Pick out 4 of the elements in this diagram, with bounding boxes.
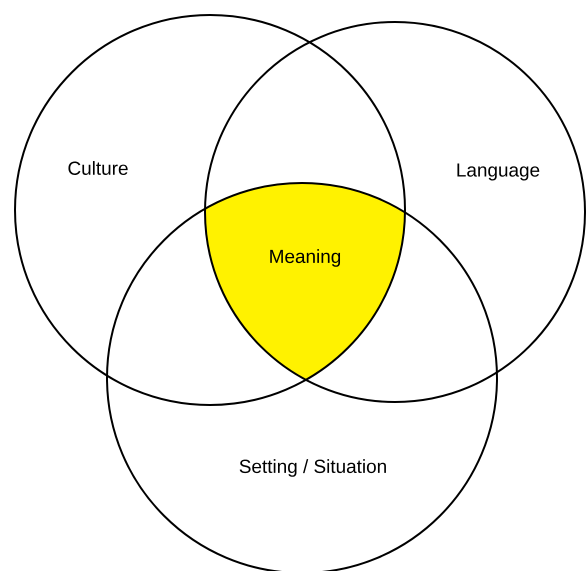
meaning-region: Meaning — [205, 183, 405, 380]
node-text: Setting / Situation — [240, 459, 386, 477]
node-text: Language — [457, 164, 540, 180]
node-text: Culture — [68, 161, 128, 175]
